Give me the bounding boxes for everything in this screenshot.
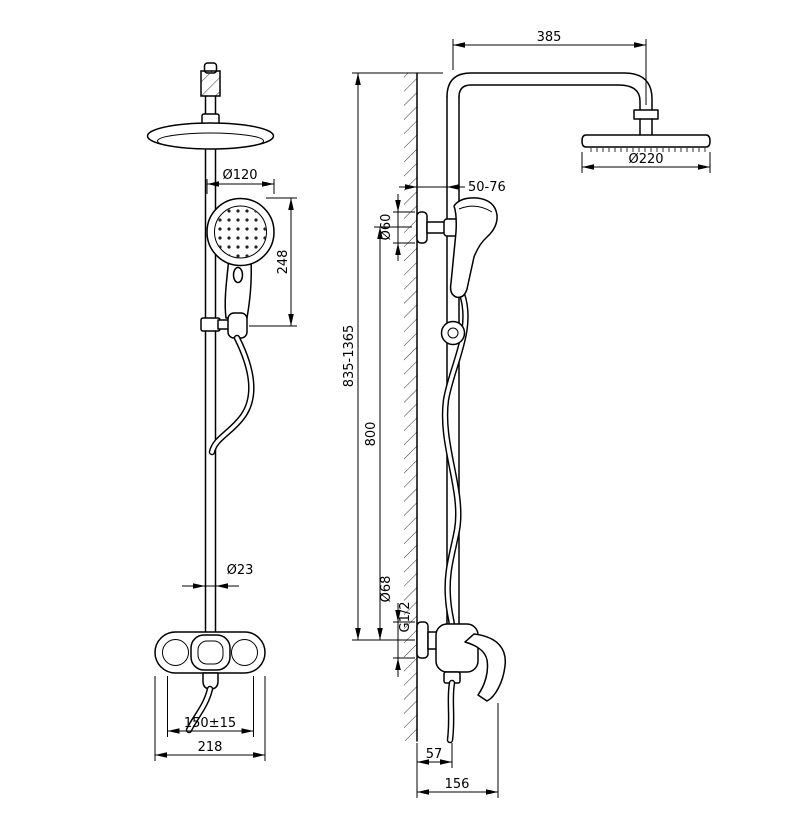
dim-thread-size: G1/2 <box>398 602 413 633</box>
dim-body-width: 218 <box>198 740 223 755</box>
wall-hatching <box>404 73 417 741</box>
front-view-dimensions: Ø120 248 Ø23 150±15 218 <box>154 168 297 761</box>
hand-shower-button <box>232 266 244 284</box>
side-view-drawing <box>404 72 711 744</box>
side-view-dimensions: 385 Ø220 50-76 Ø60 835-1365 <box>342 30 711 798</box>
dim-hand-shower-diameter: Ø120 <box>222 168 257 183</box>
handle-holder <box>227 312 248 339</box>
holder-knob-side <box>440 320 466 346</box>
dim-head-diameter: Ø220 <box>628 152 663 167</box>
dim-bottom-escutcheon-diameter: Ø68 <box>379 576 394 603</box>
dim-hand-shower-length: 248 <box>276 250 291 275</box>
dim-arm-reach: 385 <box>537 30 562 45</box>
dim-outlet-wall-distance: 57 <box>426 747 443 762</box>
mixer-lever-side <box>464 633 507 702</box>
mixer-body-side <box>435 623 479 673</box>
slider-clamp <box>200 317 221 332</box>
head-stem-collar <box>633 109 659 120</box>
dim-handle-wall-distance: 156 <box>445 777 470 792</box>
front-view-drawing <box>146 62 275 734</box>
side-view: 385 Ø220 50-76 Ø60 835-1365 <box>342 30 711 798</box>
riser-pipe-side <box>446 72 653 113</box>
mixer-handle-front <box>190 634 231 671</box>
dim-pipe-diameter: Ø23 <box>227 563 254 578</box>
dim-connection-spacing: 150±15 <box>184 716 236 731</box>
dim-height-range: 835-1365 <box>342 325 357 388</box>
dim-wall-distance: 50-76 <box>468 180 506 195</box>
dim-bar-height: 800 <box>364 422 379 447</box>
top-escutcheon <box>416 211 428 244</box>
front-view: Ø120 248 Ø23 150±15 218 <box>146 62 297 761</box>
rain-head-side <box>581 134 711 148</box>
hand-shower-side <box>449 197 498 299</box>
bottom-escutcheon <box>416 621 429 659</box>
